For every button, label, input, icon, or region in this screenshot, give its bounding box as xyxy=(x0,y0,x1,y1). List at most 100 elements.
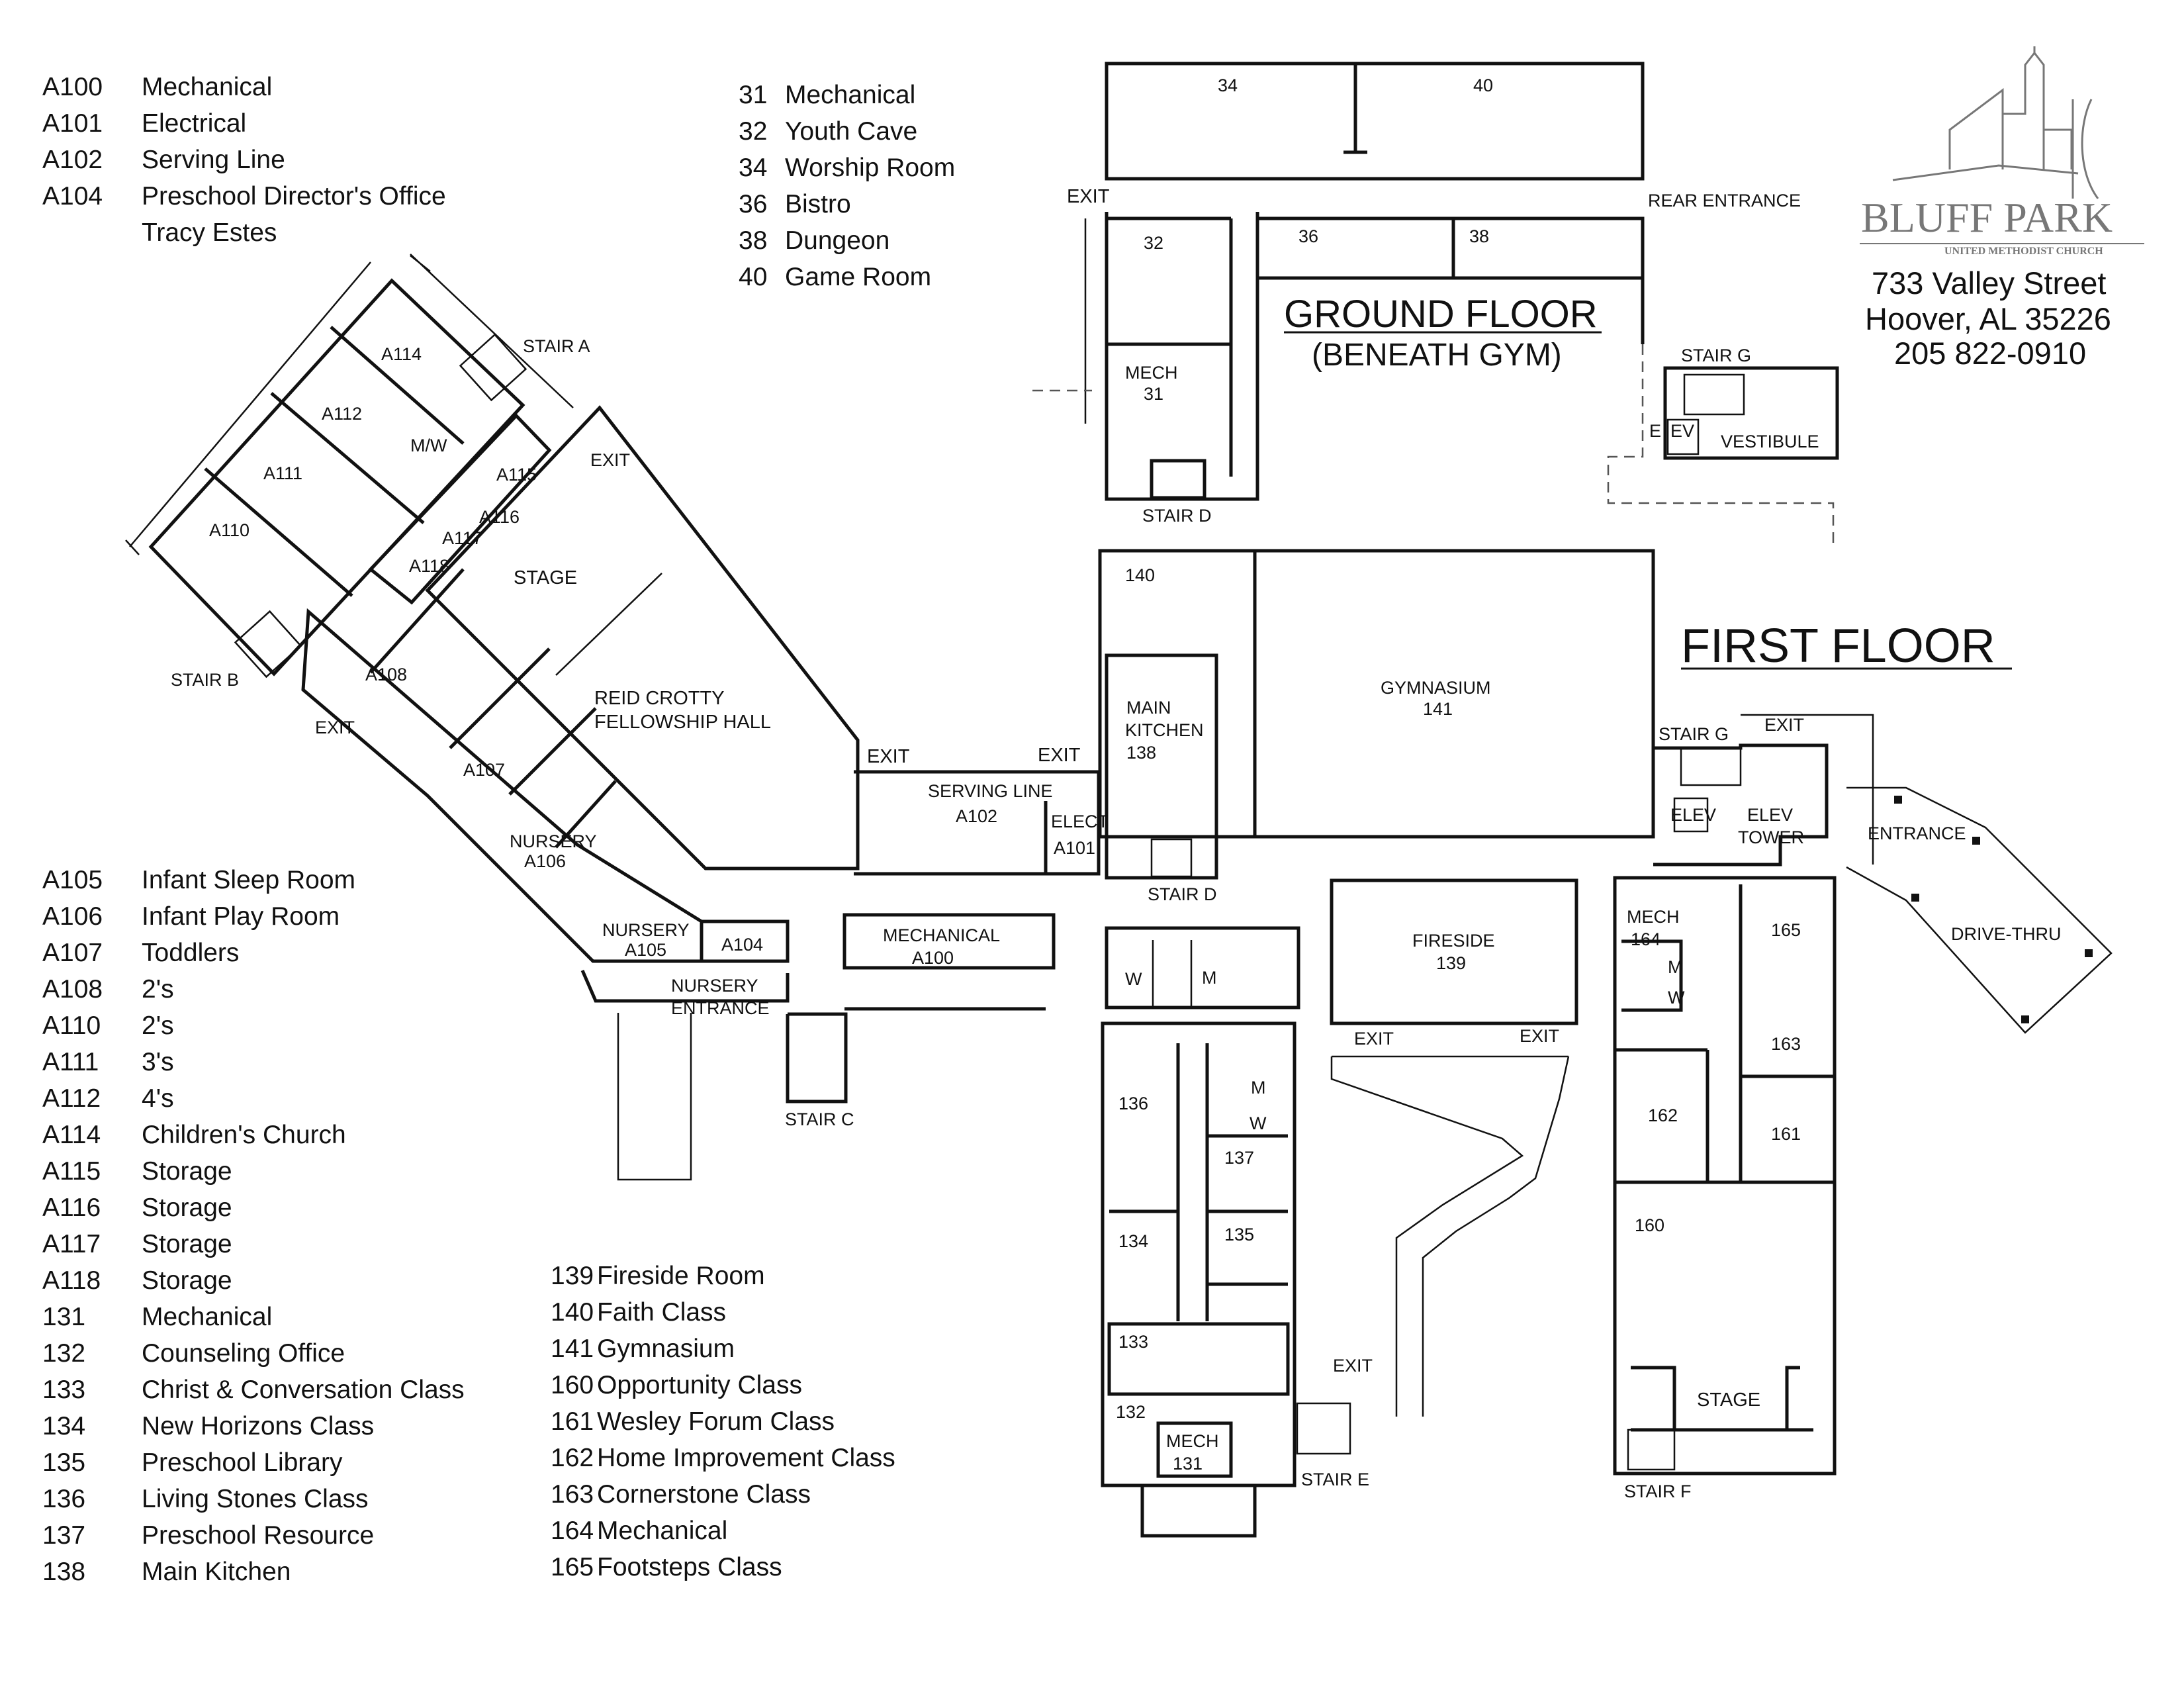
room-160-label: 160 xyxy=(1635,1215,1664,1235)
legend-room-name: 4's xyxy=(142,1084,174,1113)
legend-room-name: Living Stones Class xyxy=(142,1485,369,1513)
room-141-label: 141 xyxy=(1423,699,1453,719)
room-a118-label: A118 xyxy=(409,556,449,576)
room-133-outline xyxy=(1107,1322,1290,1396)
mechanical-a100-outline xyxy=(842,913,1056,970)
legend-room-name: Worship Room xyxy=(785,154,956,182)
room-a117-label: A117 xyxy=(442,528,482,548)
legend-row: A112 4's xyxy=(42,1080,465,1117)
mechanical-label: MECHANICAL xyxy=(883,925,1000,945)
stair-f-symbol xyxy=(1627,1429,1676,1471)
legend-room-name: Infant Play Room xyxy=(142,902,340,931)
room-a114-label: A114 xyxy=(381,344,422,364)
elev-tower-label-2: TOWER xyxy=(1738,827,1804,847)
wall xyxy=(449,647,551,749)
walkway-edge xyxy=(1422,1056,1570,1417)
room-131-label: 131 xyxy=(1173,1454,1203,1474)
room-a100-label: A100 xyxy=(912,948,954,968)
entrance-label: ENTRANCE xyxy=(1868,823,1966,843)
church-name: BLUFF PARK xyxy=(1861,194,2113,241)
ground-floor-subtitle: (BENEATH GYM) xyxy=(1312,338,1562,373)
nursery-entrance-label-2: ENTRANCE xyxy=(671,998,770,1018)
stair-a-label: STAIR A xyxy=(523,336,590,356)
legend-room-name: Preschool Library xyxy=(142,1448,343,1477)
stair-c-label: STAIR C xyxy=(785,1109,854,1129)
legend-room-code: A117 xyxy=(42,1230,101,1258)
post-marker xyxy=(1911,894,1919,902)
post-marker xyxy=(2021,1015,2029,1023)
stair-d-label: STAIR D xyxy=(1148,884,1217,904)
legend-room-code: 163 xyxy=(551,1480,594,1509)
wall xyxy=(410,255,431,272)
church-logo: BLUFF PARK UNITED METHODIST CHURCH xyxy=(1860,46,2144,257)
ground-floor-plan: 34 40 EXIT REAR ENTRANCE 32 36 38 MECH 3… xyxy=(1032,62,1839,543)
wall xyxy=(369,568,465,674)
legend-room-code: 36 xyxy=(739,190,768,218)
legend-room-name: Gymnasium xyxy=(597,1335,735,1363)
mech-164-outline xyxy=(1621,939,1683,1012)
legend-row: A102 Serving Line xyxy=(42,142,446,178)
room-a111-label: A111 xyxy=(263,463,302,483)
nursery-a106-label-1: NURSERY xyxy=(510,831,597,851)
room-a107-label: A107 xyxy=(463,760,505,780)
legend-room-name: Christ & Conversation Class xyxy=(142,1376,465,1404)
phone-number: 205 822-0910 xyxy=(1894,336,2086,371)
room-36-label: 36 xyxy=(1298,226,1318,246)
main-kitchen-outline xyxy=(1105,653,1218,880)
legend-room-code: A115 xyxy=(42,1157,101,1186)
fellowship-hall-outline xyxy=(425,405,860,870)
room-a108-label: A108 xyxy=(365,665,407,684)
legend-room-code: 164 xyxy=(551,1517,594,1545)
east-wing-outline xyxy=(1613,876,1837,1476)
room-38-label: 38 xyxy=(1469,226,1489,246)
legend-room-name: 2's xyxy=(142,975,174,1004)
legend-room-name: 2's xyxy=(142,1011,174,1040)
stair-f-label: STAIR F xyxy=(1624,1481,1692,1501)
w-label: W xyxy=(1668,988,1685,1008)
m-label: M xyxy=(1668,957,1683,977)
legend-room-code: 132 xyxy=(42,1339,86,1368)
legend-room-name: New Horizons Class xyxy=(142,1412,375,1440)
legend-room-name: Opportunity Class xyxy=(597,1371,802,1399)
stair-d-upper-label: STAIR D xyxy=(1142,506,1212,526)
legend-room-code: 135 xyxy=(42,1448,86,1477)
serving-line-label: SERVING LINE xyxy=(928,781,1053,801)
chapel-icon xyxy=(1892,46,2099,199)
fireside-outline xyxy=(1330,878,1578,1025)
e-label: E xyxy=(1649,421,1661,441)
legend-room-name: Serving Line xyxy=(142,146,285,174)
vestibule-outline xyxy=(1663,366,1839,460)
ev-label: EV xyxy=(1670,421,1694,441)
address-street: 733 Valley Street xyxy=(1872,265,2106,301)
mech-131-label-1: MECH xyxy=(1166,1431,1219,1451)
legend-room-code: A112 xyxy=(42,1084,101,1113)
legend-room-code: 32 xyxy=(739,117,768,146)
room-a116-label: A116 xyxy=(479,507,520,527)
corridor-wall xyxy=(368,413,552,605)
legend-room-name: Children's Church xyxy=(142,1121,346,1149)
room-135-label: 135 xyxy=(1224,1225,1254,1244)
legend-room-name: Mechanical xyxy=(142,73,273,101)
legend-room-code: A102 xyxy=(42,146,103,174)
elev-label: ELEV xyxy=(1670,805,1716,825)
dashed-line xyxy=(1607,344,1835,543)
room-31-label: 31 xyxy=(1144,384,1163,404)
room-138-label: 138 xyxy=(1126,743,1156,763)
legend-room-code: 160 xyxy=(551,1371,594,1399)
legend-room-code: A118 xyxy=(42,1266,101,1295)
room-a104-outline xyxy=(700,919,790,963)
